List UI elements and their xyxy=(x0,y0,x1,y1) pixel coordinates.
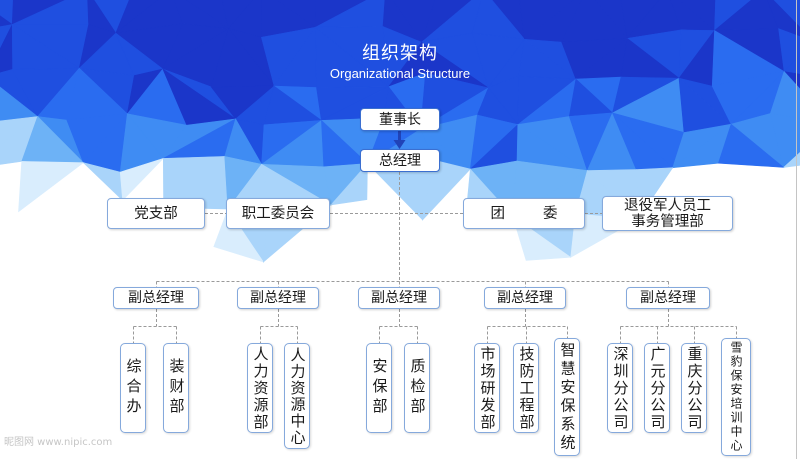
node-label: 深圳分公司 xyxy=(611,345,630,431)
chairman-to-gm-arrow xyxy=(393,131,406,149)
node-department: 重庆分公司 xyxy=(681,343,707,433)
node-label: 重庆分公司 xyxy=(685,345,704,431)
node-label: 副总经理 xyxy=(371,290,427,306)
page-subtitle: Organizational Structure xyxy=(329,66,471,81)
node-staff-committee: 职工委员会 xyxy=(226,198,330,229)
node-department: 深圳分公司 xyxy=(607,343,633,433)
background-triangle xyxy=(330,162,368,206)
node-youth-league: 团 委 xyxy=(463,198,585,229)
node-label: 人力资源中心 xyxy=(288,346,307,446)
node-label-line-2: 事务管理部 xyxy=(631,213,704,230)
node-label-line-1: 退役军人员工 xyxy=(624,197,711,214)
node-label: 副总经理 xyxy=(128,290,184,306)
node-department: 市场研发部 xyxy=(474,343,500,433)
node-label: 总经理 xyxy=(379,152,421,169)
node-deputy-gm-5: 副总经理 xyxy=(626,287,710,309)
node-general-manager: 总经理 xyxy=(360,149,440,172)
node-label: 团 委 xyxy=(490,205,558,222)
node-deputy-gm-2: 副总经理 xyxy=(237,287,319,309)
node-department: 人力资源部 xyxy=(247,343,273,433)
page-title: 组织架构 xyxy=(362,43,438,64)
node-department: 雪豹保安培训中心 xyxy=(721,338,751,456)
node-department: 综合办 xyxy=(120,343,146,433)
arrow-down-icon xyxy=(393,140,406,149)
node-department: 人力资源中心 xyxy=(284,343,310,449)
node-label: 广元分公司 xyxy=(648,345,667,431)
node-label: 安保部 xyxy=(370,358,389,418)
node-deputy-gm-4: 副总经理 xyxy=(484,287,566,309)
background-triangle xyxy=(782,151,800,168)
node-chairman: 董事长 xyxy=(360,108,440,131)
node-department: 广元分公司 xyxy=(644,343,670,433)
node-veterans-affairs: 退役军人员工 事务管理部 xyxy=(602,196,733,231)
node-label: 副总经理 xyxy=(250,290,306,306)
node-label: 智慧安保系统 xyxy=(558,341,577,453)
node-department: 质检部 xyxy=(404,343,430,433)
background-triangle xyxy=(769,70,800,119)
node-department: 智慧安保系统 xyxy=(554,338,580,456)
node-department: 安保部 xyxy=(366,343,392,433)
node-label: 综合办 xyxy=(124,358,143,418)
node-label: 技防工程部 xyxy=(517,345,536,431)
background-triangle xyxy=(769,113,800,168)
slide-edge xyxy=(796,0,797,459)
node-label: 副总经理 xyxy=(640,290,696,306)
node-label: 市场研发部 xyxy=(478,345,497,431)
background-triangle xyxy=(0,15,13,28)
node-label: 雪豹保安培训中心 xyxy=(729,341,743,453)
background-triangle xyxy=(717,123,785,168)
watermark-text: 昵图网 www.nipic.com xyxy=(4,437,113,448)
node-label: 人力资源部 xyxy=(251,345,270,431)
node-label: 职工委员会 xyxy=(241,205,315,222)
node-department: 装财部 xyxy=(163,343,189,433)
node-label: 党支部 xyxy=(134,205,178,222)
node-party-branch: 党支部 xyxy=(107,198,205,229)
node-deputy-gm-1: 副总经理 xyxy=(113,287,199,309)
node-label: 质检部 xyxy=(408,358,427,418)
node-label: 董事长 xyxy=(379,111,421,128)
node-deputy-gm-3: 副总经理 xyxy=(358,287,440,309)
node-label: 装财部 xyxy=(167,358,186,418)
background-triangle xyxy=(18,161,85,213)
background-triangle xyxy=(422,159,471,221)
background-triangle xyxy=(119,158,164,201)
node-department: 技防工程部 xyxy=(513,343,539,433)
node-label: 副总经理 xyxy=(497,290,553,306)
